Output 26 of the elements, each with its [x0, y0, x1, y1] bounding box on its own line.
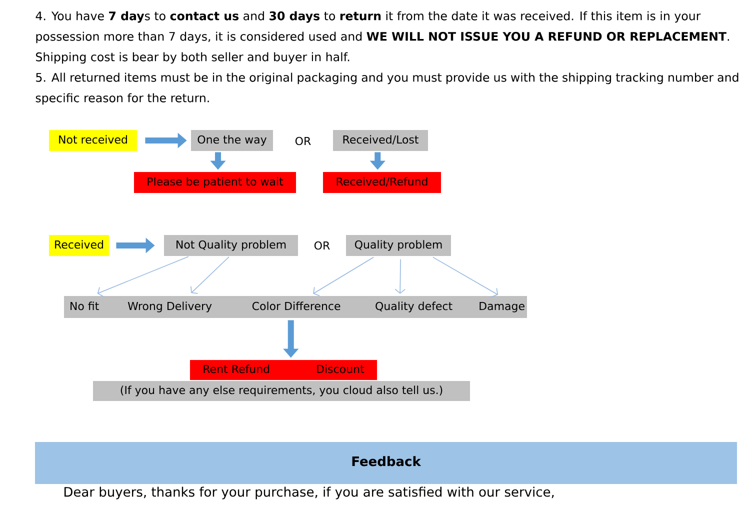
result-box: Rent Refund Discount [190, 360, 377, 380]
arrow [190, 256, 230, 294]
option-text: No fit [70, 302, 99, 310]
option-text: Quality defect [376, 302, 452, 312]
arrow [97, 256, 189, 297]
paragraph: 5. All returned items must be in the original packaging and you must provide us with the shipping tracking number and specific reason for the return. [36, 72, 738, 105]
header-band: Feedback [35, 442, 737, 484]
highlight-box: Not received [49, 130, 137, 151]
option-box: Quality problem [346, 235, 451, 256]
result-box: Please be patient to wait [134, 172, 296, 193]
option-text: Color Difference [252, 302, 340, 310]
or-text: OR [295, 136, 311, 146]
note-box: (If you have any else requirements, you cloud also tell us.) [93, 381, 470, 401]
option-text: Wrong Delivery [128, 302, 212, 312]
arrow [313, 256, 374, 296]
paragraph: 4. You have 7 days to contact us and 30 days to return it from the date it was received. If this item is in your possession more than 7 days, it is considered used and WE WILL NOT ISSUE YOU A REFUND OR REPLACEMENT. Shipping cost is bear by both seller and buyer in half. [36, 11, 729, 64]
option-box: One the way [191, 130, 273, 151]
option-box: Not Quality problem [164, 235, 298, 256]
or-text: OR [314, 241, 330, 250]
option-bar [64, 296, 527, 318]
result-box: Received/Refund [323, 172, 441, 193]
option-box: Received/Lost [333, 130, 428, 151]
arrow [432, 256, 498, 298]
arrow [394, 258, 406, 294]
option-text: Damage [480, 302, 524, 312]
highlight-box: Received [49, 235, 109, 256]
